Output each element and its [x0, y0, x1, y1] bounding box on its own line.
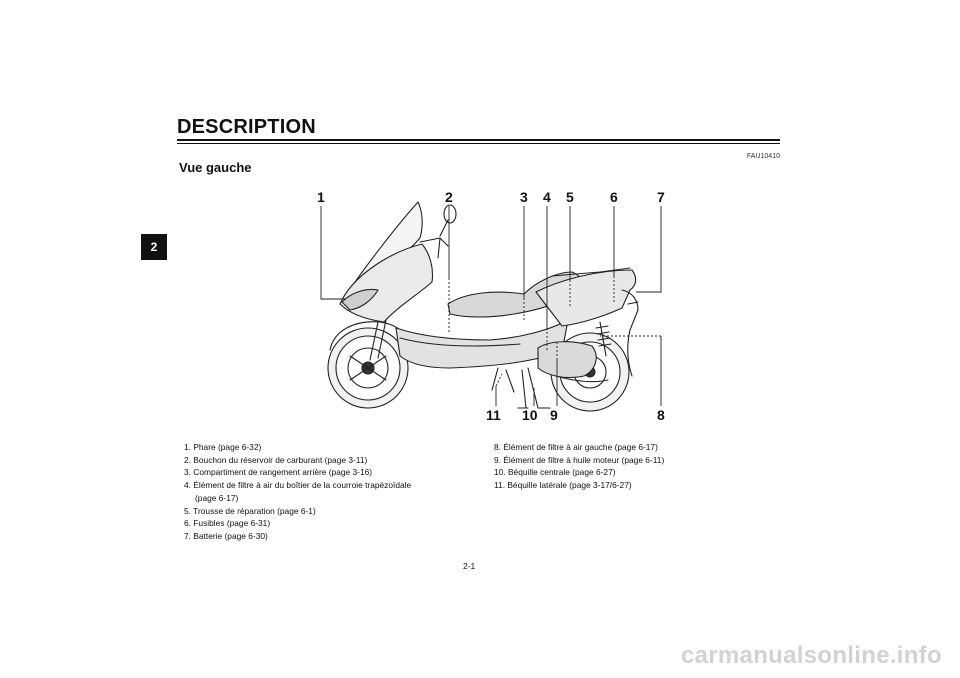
callout-2: 2 [445, 189, 453, 205]
legend-item: 7. Batterie (page 6-30) [184, 530, 268, 541]
legend-item-continuation: (page 6-17) [195, 492, 239, 503]
page-title: DESCRIPTION [177, 116, 316, 138]
scooter-illustration [320, 201, 662, 412]
title-rule [177, 139, 780, 141]
callout-6: 6 [610, 189, 618, 205]
reference-code: FAU10410 [746, 153, 780, 160]
page-number: 2-1 [463, 561, 476, 571]
callout-7: 7 [657, 189, 665, 205]
callout-1: 1 [317, 189, 325, 205]
legend-item: 8. Élément de filtre à air gauche (page … [494, 442, 658, 452]
section-heading: Vue gauche [179, 160, 252, 175]
legend-item: 6. Fusibles (page 6-31) [184, 518, 271, 529]
legend-item: 1. Phare (page 6-32) [184, 442, 262, 452]
callout-4: 4 [543, 189, 551, 205]
callout-9: 9 [550, 407, 558, 423]
callout-10: 10 [522, 407, 538, 423]
legend-right: 8. Élément de filtre à air gauche (page … [494, 441, 664, 492]
legend-item: 9. Élément de filtre à huile moteur (pag… [494, 454, 665, 465]
callout-5: 5 [566, 189, 574, 205]
callout-3: 3 [520, 189, 528, 205]
title-rule-thin [177, 143, 780, 144]
watermark: carmanualsonline.info [680, 642, 942, 669]
front-wheel [327, 327, 409, 409]
legend-item: 11. Béquille latérale (page 3-17/6-27) [494, 480, 632, 491]
legend-item: 3. Compartiment de rangement arrière (pa… [184, 467, 373, 478]
legend-item: 10. Béquille centrale (page 6-27) [494, 467, 616, 478]
legend-left: 1. Phare (page 6-32) 2. Bouchon du réser… [184, 441, 411, 543]
legend-item: 4. Élément de filtre à air du boîtier de… [184, 480, 412, 491]
legend-item: 2. Bouchon du réservoir de carburant (pa… [184, 454, 368, 465]
legend-item: 5. Trousse de réparation (page 6-1) [184, 505, 316, 516]
callout-11: 11 [486, 407, 501, 423]
callout-8: 8 [657, 407, 665, 423]
scooter-diagram: 1 2 3 4 5 6 7 8 9 10 11 [300, 180, 700, 425]
chapter-tab: 2 [141, 234, 167, 260]
